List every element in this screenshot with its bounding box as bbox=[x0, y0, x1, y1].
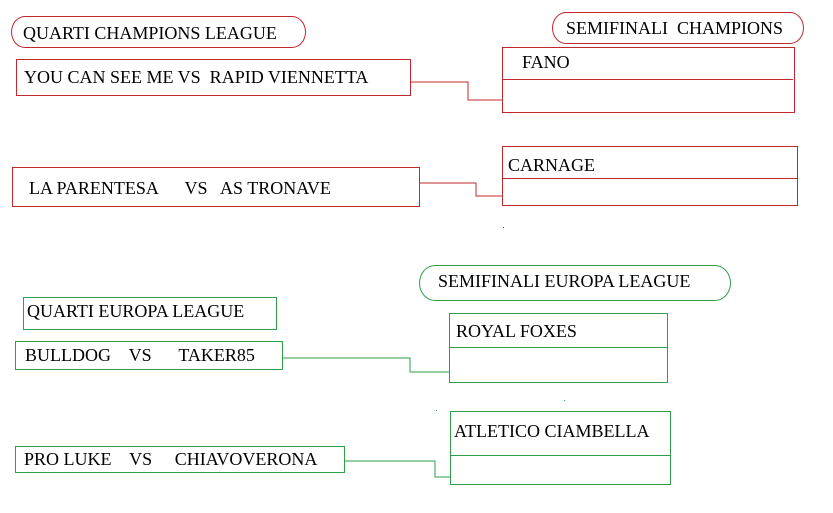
europa-semifinal-slot-1-team: ROYAL FOXES bbox=[456, 321, 577, 341]
europa-semifinal-slot-1: ROYAL FOXES bbox=[449, 313, 668, 383]
europa-match-2: PRO LUKE VS CHIAVOVERONA bbox=[15, 446, 345, 473]
europa-semifinals-title-text: SEMIFINALI EUROPA LEAGUE bbox=[438, 271, 691, 291]
stray-dot bbox=[436, 410, 437, 411]
champions-semifinal-slot-1-team: FANO bbox=[522, 52, 570, 72]
europa-match-1: BULLDOG VS TAKER85 bbox=[15, 341, 283, 370]
champions-match-2-label: LA PARENTESA VS AS TRONAVE bbox=[29, 178, 331, 198]
champions-semifinal-slot-2: CARNAGE bbox=[502, 146, 798, 206]
connector-europa-1 bbox=[282, 357, 450, 373]
champions-semifinals-title: SEMIFINALI CHAMPIONS bbox=[552, 12, 804, 44]
europa-semifinals-title: SEMIFINALI EUROPA LEAGUE bbox=[419, 265, 731, 301]
connector-champions-1 bbox=[410, 81, 503, 101]
stray-dot bbox=[564, 400, 565, 401]
europa-semifinal-slot-2-team: ATLETICO CIAMBELLA bbox=[454, 421, 650, 441]
connector-europa-2 bbox=[345, 460, 451, 478]
europa-semifinal-slot-2: ATLETICO CIAMBELLA bbox=[450, 411, 671, 485]
champions-quarterfinals-title-text: QUARTI CHAMPIONS LEAGUE bbox=[23, 23, 277, 43]
stray-dot bbox=[503, 227, 504, 228]
champions-semifinal-slot-2-divider bbox=[503, 178, 797, 179]
champions-match-2: LA PARENTESA VS AS TRONAVE bbox=[12, 167, 420, 207]
champions-match-1-label: YOU CAN SEE ME VS RAPID VIENNETTA bbox=[24, 67, 369, 87]
europa-match-1-label: BULLDOG VS TAKER85 bbox=[25, 345, 255, 365]
connector-champions-2 bbox=[419, 182, 503, 197]
champions-semifinals-title-text: SEMIFINALI CHAMPIONS bbox=[566, 18, 784, 38]
europa-quarterfinals-title-text: QUARTI EUROPA LEAGUE bbox=[27, 301, 245, 321]
champions-quarterfinals-title: QUARTI CHAMPIONS LEAGUE bbox=[11, 16, 306, 48]
europa-match-2-label: PRO LUKE VS CHIAVOVERONA bbox=[24, 449, 318, 469]
europa-semifinal-slot-1-divider bbox=[450, 347, 667, 348]
champions-semifinal-slot-1: FANO bbox=[502, 47, 795, 113]
champions-semifinal-slot-1-divider bbox=[503, 79, 793, 80]
champions-match-1: YOU CAN SEE ME VS RAPID VIENNETTA bbox=[16, 59, 411, 96]
europa-semifinal-slot-2-divider bbox=[451, 455, 670, 456]
champions-semifinal-slot-2-team: CARNAGE bbox=[508, 155, 596, 175]
europa-quarterfinals-title: QUARTI EUROPA LEAGUE bbox=[23, 297, 277, 330]
